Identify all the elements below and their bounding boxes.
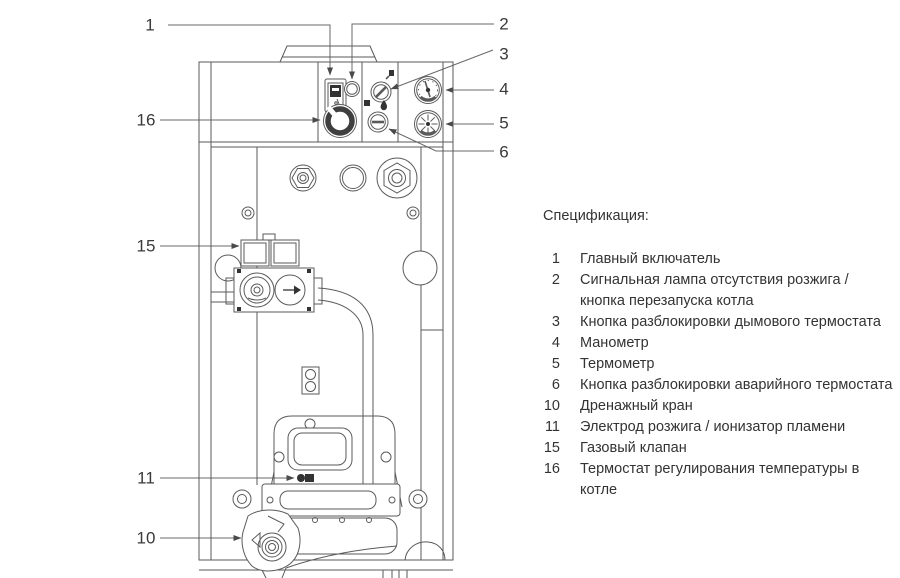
ignition-electrode — [297, 474, 314, 482]
gas-pipe — [317, 287, 374, 486]
spec-item-1: 1 Главный включатель — [543, 249, 895, 270]
spec-item-label: Манометр — [580, 335, 649, 351]
spec-item-10: 10 Дренажный кран — [543, 396, 895, 417]
drain-valve — [241, 509, 301, 578]
spec-item-label: Дренажный кран — [580, 398, 693, 414]
callout-2: 2 — [499, 14, 509, 34]
bolt — [232, 489, 252, 509]
spec-item-5: 5 Термометр — [543, 354, 895, 375]
bolt — [408, 489, 428, 509]
callout-1: 1 — [145, 15, 155, 35]
hex-fitting-small — [289, 164, 317, 192]
thermometer-gauge — [414, 110, 442, 138]
callout-11: 11 — [137, 468, 155, 488]
spark-icon — [385, 70, 394, 80]
callout-15: 15 — [136, 236, 156, 256]
square-icon — [364, 100, 370, 106]
spec-item-label: Термостат регулирования температуры в ко… — [580, 461, 860, 498]
side-opening-right — [402, 250, 438, 286]
spec-item-number: 11 — [544, 419, 560, 435]
spec-item-label: Главный включатель — [580, 251, 721, 267]
callout-3: 3 — [499, 44, 509, 64]
spec-item-6: 6 Кнопка разблокировки аварийного термос… — [543, 375, 895, 396]
spec-item-label: Кнопка разблокировки дымового термостата — [580, 314, 881, 330]
bolt — [241, 206, 255, 220]
spec-item-number: 15 — [543, 440, 560, 456]
specification-title: Спецификация: — [543, 208, 649, 224]
leader-lines — [160, 23, 494, 541]
temperature-knob — [323, 98, 370, 138]
safety-thermostat-reset-button — [367, 100, 389, 133]
leader-line-6 — [388, 128, 494, 152]
spec-item-16: 16 Термостат регулирования температуры в… — [543, 459, 895, 501]
leader-line-2 — [349, 23, 494, 80]
spec-item-number: 10 — [543, 398, 560, 414]
electrode-terminal-block — [301, 366, 320, 395]
round-fitting — [339, 164, 367, 192]
spec-item-number: 1 — [551, 251, 560, 267]
bolt — [406, 206, 420, 220]
flame-icon — [380, 100, 387, 111]
indicator-lamp — [344, 81, 360, 97]
leader-line-3 — [390, 49, 494, 90]
pressure-gauge — [414, 76, 442, 104]
callout-6: 6 — [499, 142, 509, 162]
spec-item-number: 4 — [551, 335, 560, 351]
spec-item-11: 11 Электрод розжига / ионизатор пламени — [543, 417, 895, 438]
flue-collar — [279, 45, 378, 63]
pipe-fittings — [214, 157, 438, 286]
callout-16: 16 — [136, 110, 156, 130]
bottom-pipe-stubs — [382, 570, 408, 578]
spec-item-number: 3 — [551, 314, 560, 330]
spec-item-4: 4 Манометр — [543, 333, 895, 354]
valve-regulator — [239, 272, 275, 308]
callout-4: 4 — [499, 79, 509, 99]
spec-item-label: Сигнальная лампа отсутствия розжига / кн… — [580, 272, 849, 309]
spec-item-label: Термометр — [580, 356, 655, 372]
spec-item-3: 3 Кнопка разблокировки дымового термоста… — [543, 312, 895, 333]
spec-item-number: 6 — [551, 377, 560, 393]
leader-line-1 — [168, 24, 333, 76]
hex-fitting-large — [376, 157, 418, 199]
burner-assembly — [261, 483, 401, 555]
specification-panel: Спецификация: 1 Главный включатель 2 Сиг… — [543, 206, 895, 501]
spec-item-label: Газовый клапан — [580, 440, 687, 456]
boiler-body — [198, 45, 454, 578]
spec-item-number: 16 — [543, 461, 560, 477]
flue-thermostat-reset-button — [370, 70, 394, 103]
burner-door — [266, 415, 403, 508]
spec-item-number: 2 — [551, 272, 560, 288]
control-panel — [317, 62, 442, 142]
spec-item-number: 5 — [551, 356, 560, 372]
spec-item-label: Электрод розжига / ионизатор пламени — [580, 419, 846, 435]
gas-valve — [225, 233, 323, 313]
callout-5: 5 — [499, 113, 509, 133]
callout-10: 10 — [136, 528, 156, 548]
spec-item-2: 2 Сигнальная лампа отсутствия розжига / … — [543, 270, 895, 312]
spec-item-15: 15 Газовый клапан — [543, 438, 895, 459]
spec-item-label: Кнопка разблокировки аварийного термоста… — [580, 377, 893, 393]
valve-flow-arrow-icon — [274, 274, 306, 306]
